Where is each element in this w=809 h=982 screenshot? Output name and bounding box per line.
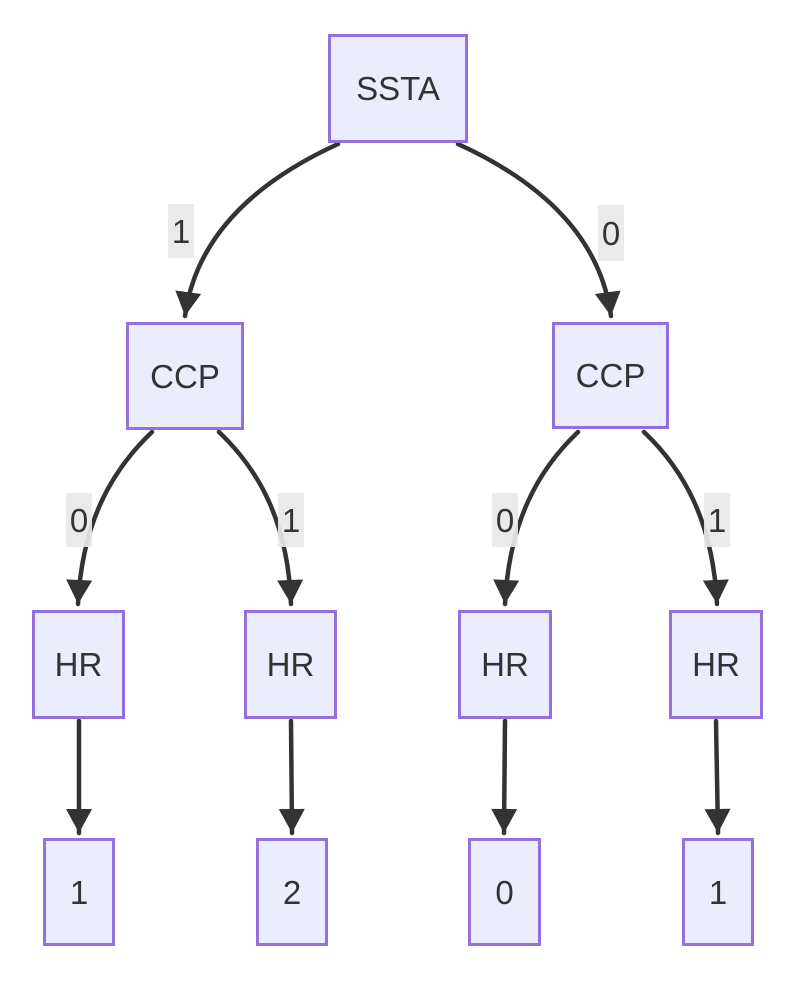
node-hr-3: HR <box>458 610 552 719</box>
node-leaf-3: 0 <box>468 838 541 946</box>
edge-label-ccp-right-hr-4: 1 <box>704 493 730 547</box>
edge-hr-2-leaf-2 <box>278 718 305 836</box>
edge-label-ssta-ccp-right: 0 <box>598 205 624 261</box>
node-leaf-2: 2 <box>256 838 328 946</box>
edge-ccp-right-hr-4 <box>641 429 729 607</box>
edge-label-ccp-left-hr-2: 1 <box>278 493 304 547</box>
node-ssta: SSTA <box>328 34 468 143</box>
node-hr-2: HR <box>244 610 337 719</box>
node-ccp-right: CCP <box>552 322 669 429</box>
node-hr-1: HR <box>32 610 125 719</box>
edge-label-ccp-left-hr-1: 0 <box>66 493 92 547</box>
edge-ssta-ccp-left <box>175 141 341 319</box>
node-leaf-4: 1 <box>682 838 754 946</box>
edge-hr-3-leaf-3 <box>491 718 518 836</box>
edge-hr-4-leaf-4 <box>704 718 731 836</box>
edge-ccp-left-hr-2 <box>216 429 304 607</box>
node-hr-4: HR <box>669 610 763 719</box>
edge-label-ssta-ccp-left: 1 <box>168 204 194 258</box>
edge-ssta-ccp-right <box>455 141 621 319</box>
node-leaf-1: 1 <box>43 838 115 946</box>
edge-label-ccp-right-hr-3: 0 <box>492 493 518 547</box>
edge-ccp-left-hr-1 <box>66 429 155 607</box>
edge-ccp-right-hr-3 <box>493 429 581 607</box>
node-ccp-left: CCP <box>126 322 244 430</box>
